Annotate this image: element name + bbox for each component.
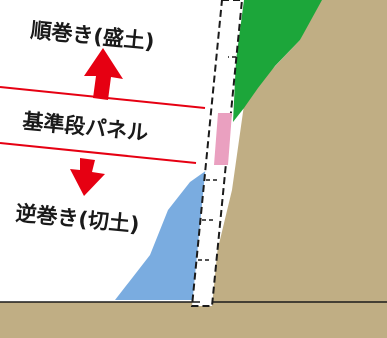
label-fill-top: 順巻き(盛土) <box>30 18 156 54</box>
cut-region <box>115 165 214 300</box>
vegetation-fill <box>233 0 322 122</box>
reference-panel <box>214 113 232 165</box>
label-cut-bottom: 逆巻き(切土) <box>15 201 141 237</box>
down-arrow-icon <box>70 158 105 196</box>
lower-divider-line <box>0 142 197 164</box>
up-arrow-icon <box>84 48 123 100</box>
label-reference-panel: 基準段パネル <box>22 109 150 145</box>
ground-base <box>0 302 387 338</box>
